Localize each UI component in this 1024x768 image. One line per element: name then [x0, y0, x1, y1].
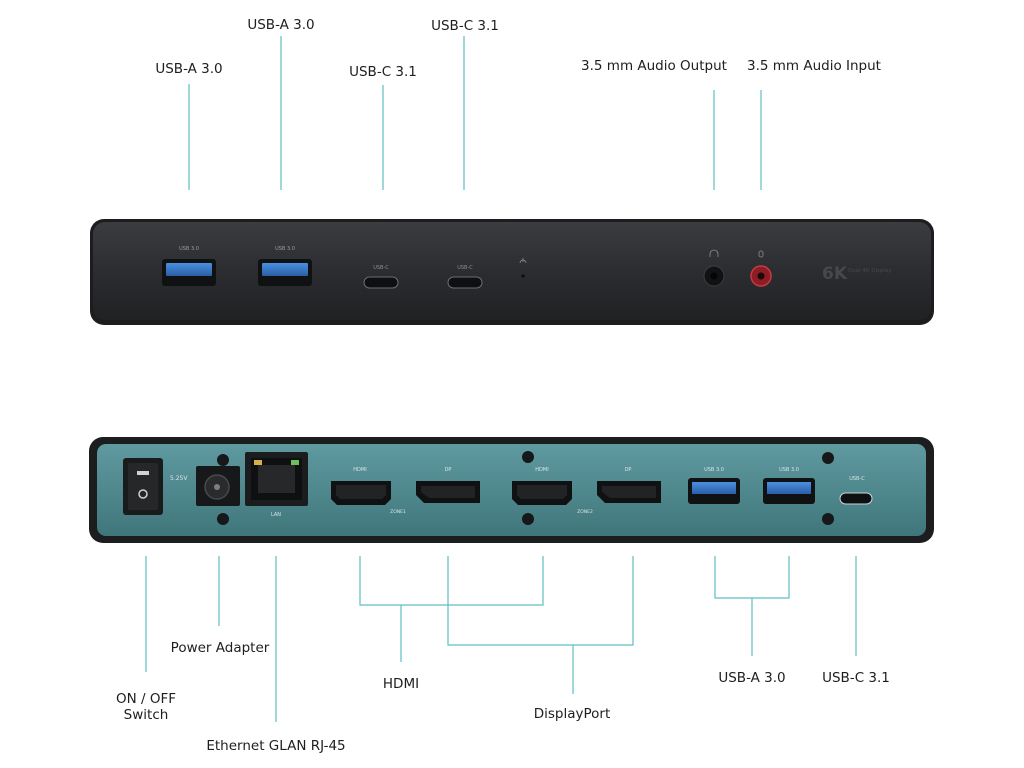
front-usb-a-1-text: USB 3.0 — [179, 246, 199, 252]
label-usbc-left: USB-C 3.1 — [349, 64, 417, 80]
brand-logo: 6K Dual 4K Display — [822, 264, 892, 284]
screw-icon — [522, 451, 534, 463]
bracket-hdmi — [359, 556, 544, 606]
label-displayport: DisplayPort — [533, 706, 611, 722]
power-switch — [123, 458, 163, 515]
label-switch-line1: ON / OFF — [115, 691, 177, 707]
bracket-displayport — [447, 556, 634, 646]
ethernet-port: LAN — [245, 452, 308, 518]
label-switch-line2: Switch — [123, 707, 169, 723]
label-usba-left: USB-A 3.0 — [155, 61, 223, 77]
rear-usb-c-port: USB-C — [839, 476, 873, 505]
hdmi-port-1: HDMI ZONE1 — [331, 467, 406, 515]
rear-usb-1-text: USB 3.0 — [704, 467, 724, 473]
front-leader-lines — [188, 36, 762, 190]
headphone-jack — [703, 249, 725, 287]
label-ethernet: Ethernet GLAN RJ-45 — [206, 738, 346, 754]
label-usba-rear: USB-A 3.0 — [718, 670, 786, 686]
dc-power-jack: 5.25V — [170, 466, 240, 506]
label-usba-right: USB-A 3.0 — [247, 17, 315, 33]
dp-1-text: DP — [445, 467, 452, 473]
displayport-port-1: DP — [416, 467, 480, 503]
brand-6k-text: 6K — [822, 264, 848, 284]
headphone-icon — [709, 249, 719, 257]
bracket-usba — [714, 556, 790, 599]
screw-icon — [217, 454, 229, 466]
microphone-icon — [758, 250, 764, 258]
hdmi-2-text: HDMI — [535, 467, 548, 473]
back-leader-lines — [145, 556, 857, 722]
rear-usb-2-text: USB 3.0 — [779, 467, 799, 473]
lan-text: LAN — [271, 512, 281, 518]
screw-icon — [217, 513, 229, 525]
brand-subtext: Dual 4K Display — [848, 268, 892, 274]
hdmi-port-2: HDMI ZONE2 — [512, 467, 593, 515]
microphone-jack — [750, 250, 772, 287]
label-audio-input: 3.5 mm Audio Input — [747, 58, 881, 74]
label-audio-output: 3.5 mm Audio Output — [581, 58, 727, 74]
zone-1-text: ZONE1 — [390, 509, 406, 515]
rear-usb-a-port-1: USB 3.0 — [688, 467, 740, 504]
screw-icon — [822, 513, 834, 525]
zone-2-text: ZONE2 — [577, 509, 593, 515]
rear-usb-a-port-2: USB 3.0 — [763, 467, 815, 504]
front-usb-c-1-text: USB-C — [373, 265, 389, 271]
front-usb-c-2-text: USB-C — [457, 265, 473, 271]
power-led-icon — [519, 258, 527, 278]
screw-icon — [822, 452, 834, 464]
screw-icon — [522, 513, 534, 525]
rear-usb-c-text: USB-C — [849, 476, 865, 482]
label-usbc-rear: USB-C 3.1 — [822, 670, 890, 686]
label-hdmi: HDMI — [382, 676, 420, 692]
front-usb-c-port-2: USB-C — [447, 265, 483, 289]
front-panel: USB 3.0 USB 3.0 USB-C USB-C — [90, 219, 934, 325]
label-power-adapter: Power Adapter — [170, 640, 270, 656]
front-usb-c-port-1: USB-C — [363, 265, 399, 289]
dp-2-text: DP — [625, 467, 632, 473]
front-usb-a-port-1: USB 3.0 — [162, 246, 216, 286]
front-usb-a-port-2: USB 3.0 — [258, 246, 312, 286]
back-panel: 5.25V LAN HDMI ZONE1 DP HDMI ZO — [89, 437, 934, 543]
hdmi-1-text: HDMI — [353, 467, 366, 473]
dc-jack-text: 5.25V — [170, 475, 188, 482]
displayport-port-2: DP — [597, 467, 661, 503]
front-usb-a-2-text: USB 3.0 — [275, 246, 295, 252]
label-usbc-right: USB-C 3.1 — [431, 18, 499, 34]
